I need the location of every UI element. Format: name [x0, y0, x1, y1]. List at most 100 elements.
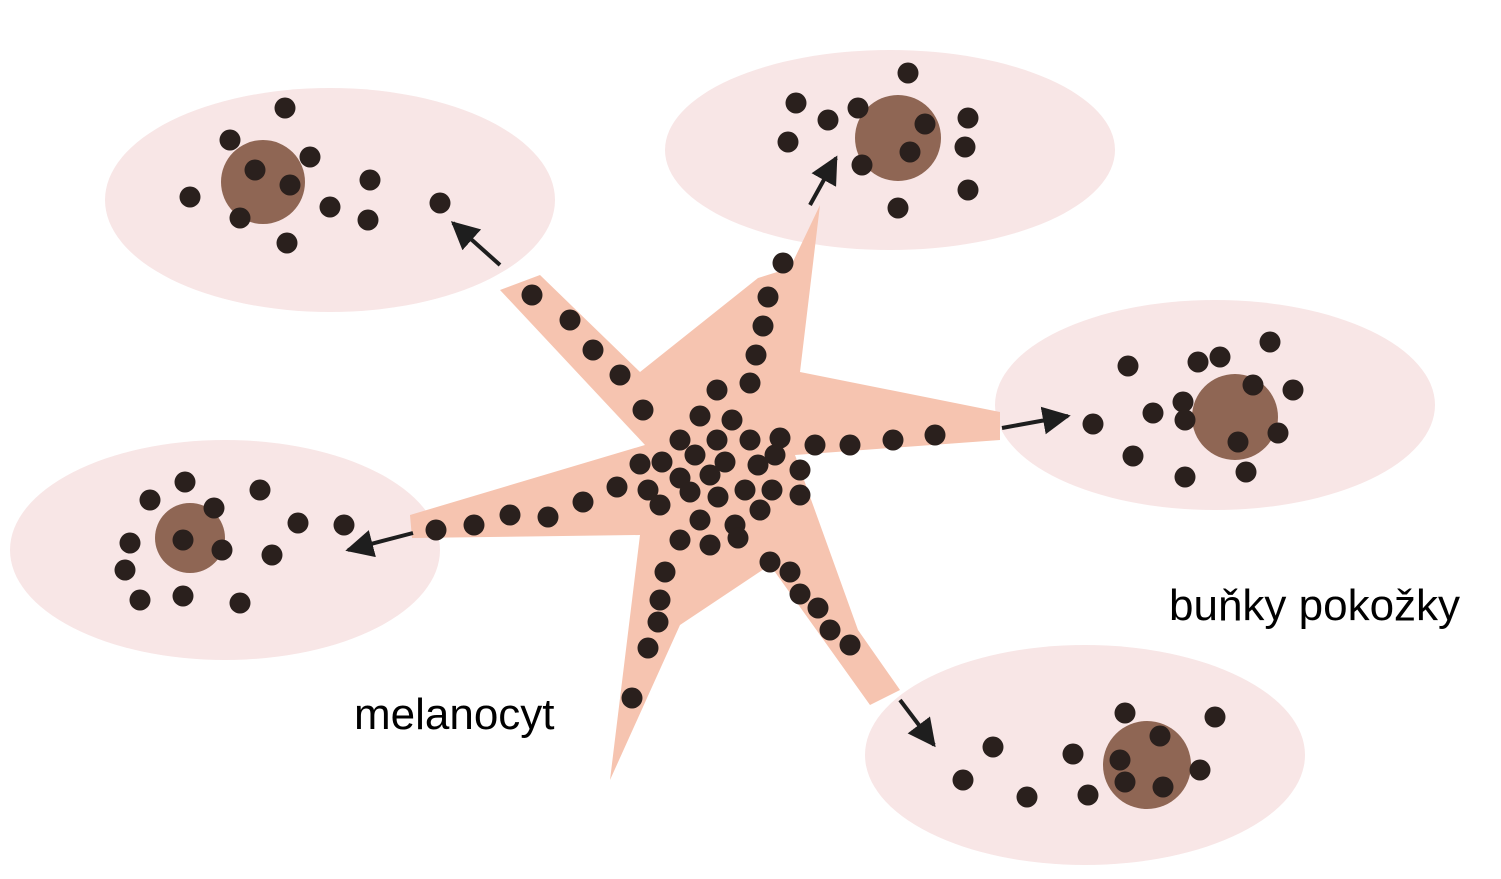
melanosome-dot — [250, 480, 271, 501]
melanosome-dot — [746, 345, 767, 366]
melanosome-dot — [648, 612, 669, 633]
melanosome-dot — [1078, 785, 1099, 806]
melanosome-dot — [707, 380, 728, 401]
melanosome-dot — [1188, 352, 1209, 373]
melanosome-dot — [1175, 467, 1196, 488]
melanosome-dot — [820, 620, 841, 641]
melanosome-dot — [1236, 462, 1257, 483]
melanosome-dot — [652, 452, 673, 473]
label-skin-cells: buňky pokožky — [1169, 584, 1460, 628]
melanosome-dot — [1260, 332, 1281, 353]
melanosome-dot — [212, 540, 233, 561]
melanosome-dot — [740, 430, 761, 451]
melanosome-dot — [983, 737, 1004, 758]
melanosome-dot — [262, 545, 283, 566]
melanosome-dot — [230, 593, 251, 614]
melanosome-dot — [753, 316, 774, 337]
melanosome-dot — [852, 155, 873, 176]
melanosome-dot — [808, 598, 829, 619]
melanosome-dot — [773, 253, 794, 274]
melanosome-dot — [848, 98, 869, 119]
melanosome-dot — [700, 535, 721, 556]
melanosome-dot — [735, 480, 756, 501]
melanosome-dot — [805, 435, 826, 456]
melanosome-dot — [722, 410, 743, 431]
melanosome-dot — [1268, 423, 1289, 444]
melanosome-dot — [607, 477, 628, 498]
melanosome-dot — [1063, 744, 1084, 765]
melanosome-dot — [538, 507, 559, 528]
melanosome-dot — [818, 110, 839, 131]
melanosome-dot — [426, 520, 447, 541]
melanosome-dot — [1175, 410, 1196, 431]
melanosome-dot — [573, 492, 594, 513]
melanosome-dot — [762, 480, 783, 501]
melanosome-dot — [1283, 380, 1304, 401]
melanosome-dot — [750, 500, 771, 521]
melanosome-dot — [1150, 726, 1171, 747]
melanosome-dot — [840, 435, 861, 456]
melanosome-dot — [655, 562, 676, 583]
melanosome-dot — [650, 495, 671, 516]
melanosome-dot — [280, 175, 301, 196]
melanosome-dot — [700, 465, 721, 486]
melanosome-dot — [230, 208, 251, 229]
melanosome-dot — [1190, 760, 1211, 781]
melanosome-dot — [707, 430, 728, 451]
melanosome-dot — [685, 445, 706, 466]
melanosome-dot — [334, 515, 355, 536]
melanosome-dot — [840, 635, 861, 656]
melanosome-dot — [900, 142, 921, 163]
melanosome-dot — [780, 562, 801, 583]
melanosome-dot — [140, 490, 161, 511]
melanosome-dot — [173, 530, 194, 551]
melanosome-dot — [610, 365, 631, 386]
melanosome-dot — [175, 472, 196, 493]
melanosome-dot — [275, 98, 296, 119]
melanosome-dot — [680, 482, 701, 503]
skin-cell-bottom-right — [865, 645, 1305, 865]
melanosome-dot — [953, 770, 974, 791]
melanosome-dot — [245, 160, 266, 181]
melanosome-dot — [925, 425, 946, 446]
melanosome-dot — [758, 287, 779, 308]
melanosome-dot — [220, 130, 241, 151]
melanosome-dot — [1210, 347, 1231, 368]
melanosome-dot — [1115, 772, 1136, 793]
melanosome-dot — [728, 528, 749, 549]
melanosome-dot — [760, 552, 781, 573]
melanosome-dot — [300, 147, 321, 168]
melanosome-dot — [790, 584, 811, 605]
melanosome-dot — [690, 406, 711, 427]
melanosome-dot — [360, 170, 381, 191]
melanosome-dot — [115, 560, 136, 581]
melanosome-dot — [778, 132, 799, 153]
melanosome-dot — [786, 93, 807, 114]
melanosome-dot — [1205, 707, 1226, 728]
melanosome-dot — [633, 400, 654, 421]
melanosome-dot — [915, 114, 936, 135]
melanosome-dot — [630, 454, 651, 475]
melanosome-dot — [1143, 403, 1164, 424]
melanosome-dot — [765, 445, 786, 466]
melanosome-dot — [500, 505, 521, 526]
melanosome-dot — [320, 197, 341, 218]
melanosome-dot — [1173, 392, 1194, 413]
melanosome-dot — [277, 233, 298, 254]
melanosome-dot — [1228, 432, 1249, 453]
melanosome-dot — [790, 485, 811, 506]
melanosome-dot — [670, 430, 691, 451]
melanosome-dot — [430, 193, 451, 214]
melanosome-dot — [690, 510, 711, 531]
melanosome-dot — [958, 108, 979, 129]
melanosome-dot — [560, 310, 581, 331]
melanosome-dot — [1118, 356, 1139, 377]
melanosome-dot — [1243, 375, 1264, 396]
melanosome-dot — [708, 487, 729, 508]
label-melanocyte: melanocyt — [354, 693, 555, 737]
melanosome-dot — [464, 515, 485, 536]
melanosome-dot — [955, 137, 976, 158]
melanosome-dot — [1017, 787, 1038, 808]
melanosome-dot — [1110, 750, 1131, 771]
